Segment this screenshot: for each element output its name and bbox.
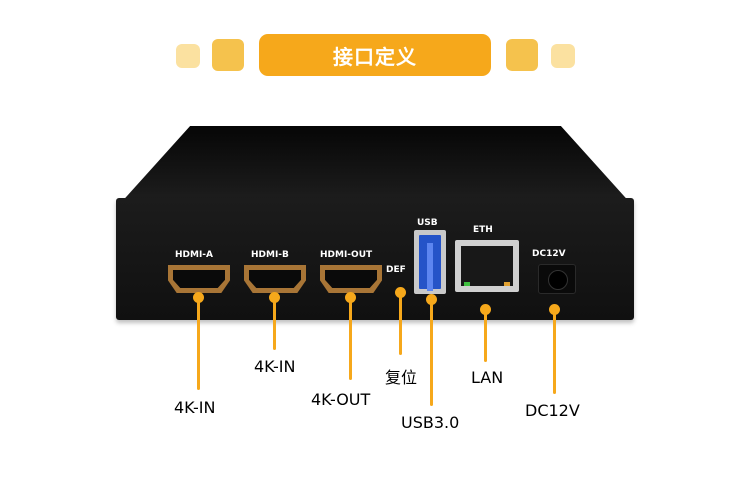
- device-top-panel: [118, 126, 633, 206]
- usb-leader-line: [430, 298, 433, 406]
- port-label-usb: USB: [417, 218, 438, 228]
- caption-hdmi-a: 4K-IN: [174, 398, 216, 417]
- port-label-hdmi-out: HDMI-OUT: [320, 250, 373, 260]
- hdmi-a-port: [168, 265, 230, 293]
- port-label-eth: ETH: [473, 225, 493, 235]
- dc-power-jack: [538, 264, 576, 294]
- caption-lan: LAN: [471, 368, 504, 387]
- decor-square-left-inner: [212, 39, 244, 71]
- title-banner: 接口定义: [259, 34, 491, 76]
- hdmi-out-port: [320, 265, 382, 293]
- decor-square-right-outer: [551, 44, 575, 68]
- port-label-hdmi-b: HDMI-B: [251, 250, 289, 260]
- activity-led-icon: [504, 282, 510, 286]
- caption-usb: USB3.0: [401, 413, 460, 432]
- port-label-def: DEF: [386, 265, 406, 275]
- ethernet-port: [455, 240, 519, 292]
- link-led-icon: [464, 282, 470, 286]
- decor-square-right-inner: [506, 39, 538, 71]
- lan-leader-line: [484, 308, 487, 362]
- caption-hdmi-out: 4K-OUT: [311, 390, 371, 409]
- port-label-hdmi-a: HDMI-A: [175, 250, 214, 260]
- banner-title: 接口定义: [333, 44, 417, 69]
- dc-leader-line: [553, 308, 556, 394]
- hdmi-out-leader-line: [349, 296, 352, 380]
- hdmi-a-leader-line: [197, 296, 200, 390]
- port-label-dc12v: DC12V: [532, 249, 566, 259]
- caption-dc12v: DC12V: [525, 401, 580, 420]
- hdmi-b-port: [244, 265, 306, 293]
- usb-port: [414, 230, 446, 294]
- caption-reset: 复位: [385, 368, 418, 387]
- hdmi-b-leader-line: [273, 296, 276, 350]
- reset-leader-line: [399, 291, 402, 355]
- caption-hdmi-b: 4K-IN: [254, 357, 296, 376]
- decor-square-left-outer: [176, 44, 200, 68]
